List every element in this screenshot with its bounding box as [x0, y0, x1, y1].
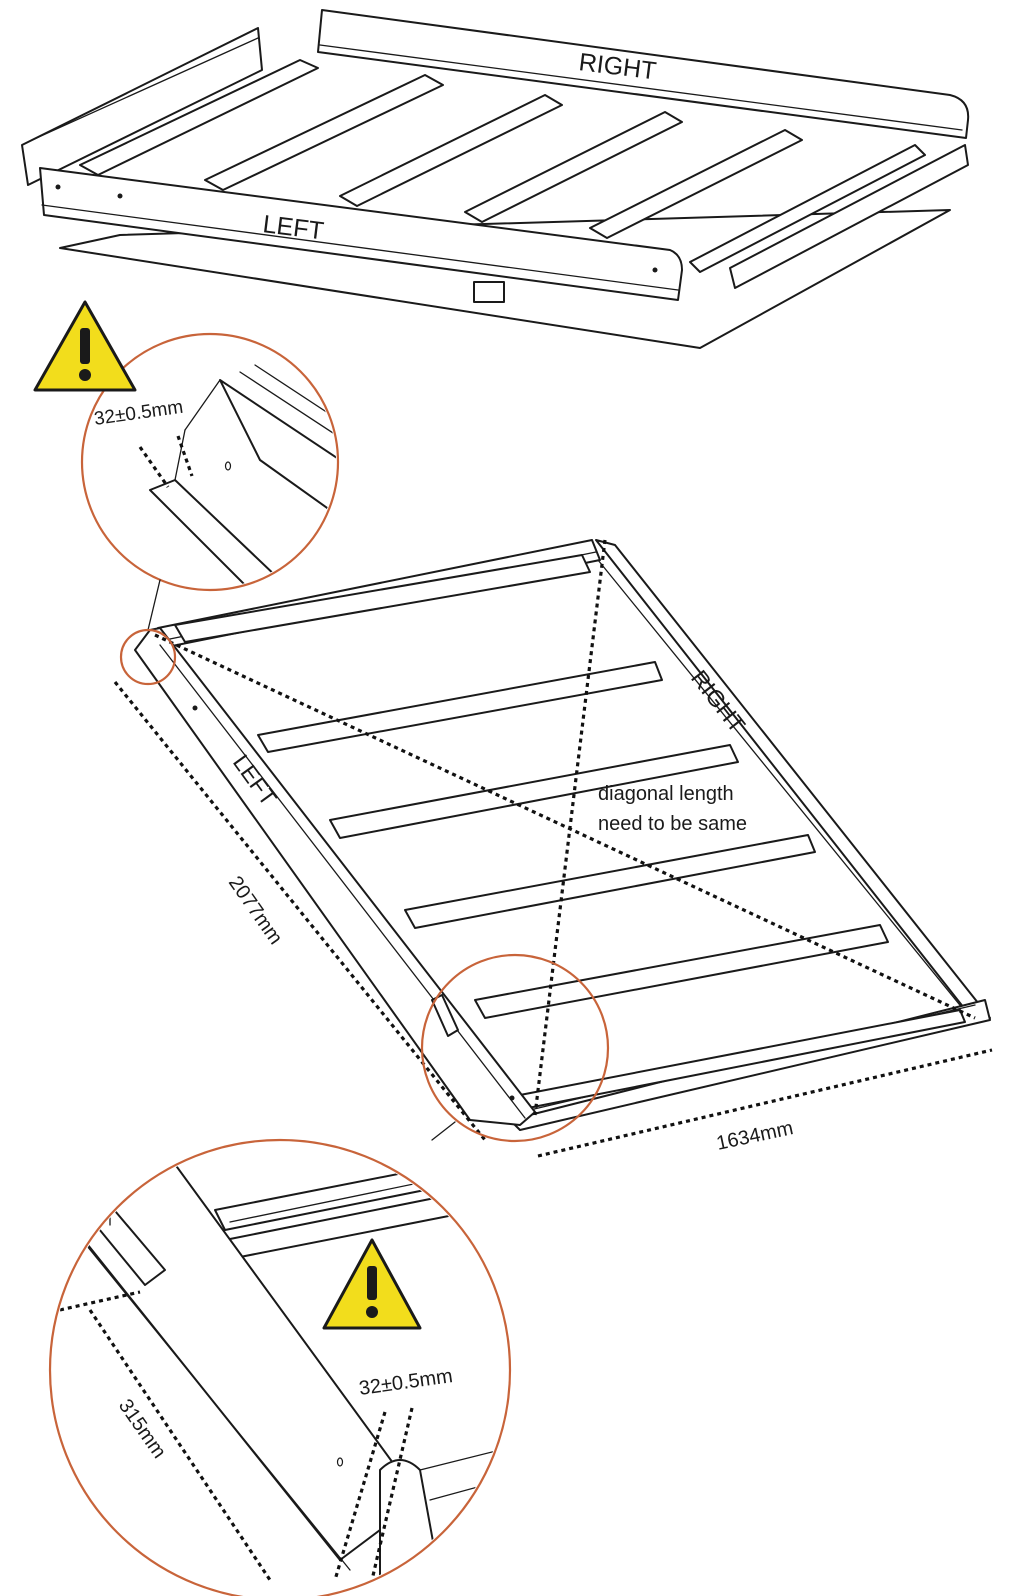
frame-rail-5 [474, 924, 889, 1019]
width-dimension-line [537, 1048, 993, 1158]
leader-line-bottom [431, 1121, 456, 1141]
top-rail-5 [589, 129, 803, 239]
detail-circle-bottom [48, 1138, 512, 1596]
left-side-board [39, 167, 683, 301]
corner-callout-small [119, 628, 177, 686]
diagonal-line-1 [154, 633, 976, 1020]
detail-callout-top: 32±0.5mm [80, 332, 340, 631]
detail-bottom-dimension: 32±0.5mm [358, 1365, 455, 1400]
warning-icon [322, 1238, 422, 1330]
leader-line-top [147, 579, 161, 631]
top-rail-1 [79, 59, 319, 176]
back-end-board [21, 27, 263, 186]
top-rail-2 [204, 74, 444, 191]
frame-rail-6 [519, 1009, 966, 1109]
detail-callout-bottom: 32±0.5mm 315mm [48, 1138, 512, 1596]
frame-rail-3 [329, 744, 739, 839]
width-dimension-label: 1634mm [714, 1117, 795, 1155]
detail-bottom-offset: 315mm [114, 1395, 170, 1462]
diagonal-note-line1: diagonal length [598, 783, 734, 805]
detail-top-dimension: 32±0.5mm [93, 397, 185, 430]
assembled-frame-view: LEFT RIGHT diagonal length need to be sa… [113, 539, 993, 1158]
top-rail-4 [464, 111, 683, 223]
warning-icon [33, 300, 137, 392]
right-end-board [729, 144, 969, 289]
frame-rail-1 [174, 554, 591, 643]
corner-callout-large [420, 953, 610, 1143]
spacer-block [473, 281, 505, 303]
diagonal-note-line2: need to be same [598, 813, 747, 835]
right-side-board [317, 9, 970, 139]
diagonal-line-2 [533, 539, 607, 1116]
right-end-rail [689, 144, 926, 273]
frame-rail-2 [257, 661, 663, 753]
frame-rail-4 [404, 834, 816, 929]
detail-circle-top [80, 332, 340, 592]
top-rail-3 [339, 94, 563, 207]
top-exploded-view: RIGHT LEFT [21, 9, 970, 349]
